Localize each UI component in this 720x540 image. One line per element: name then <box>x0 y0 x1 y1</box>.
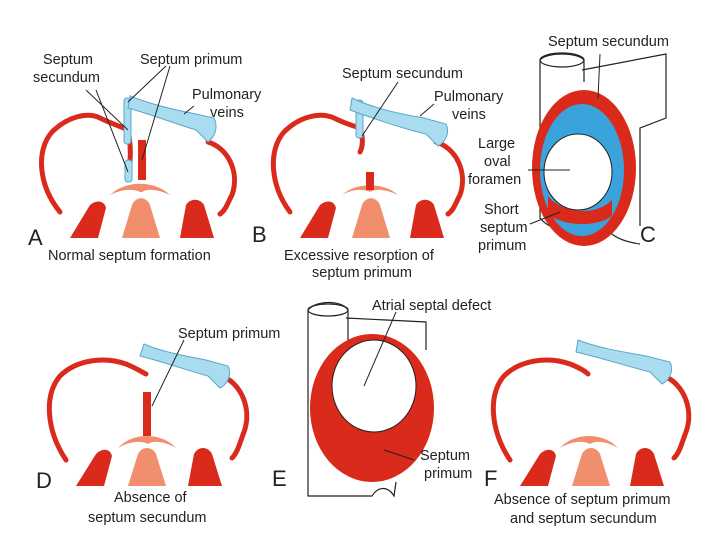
panel-f-ventricular-septum <box>572 448 610 486</box>
panel-b-label-secundum: Septum secundum <box>342 66 463 82</box>
panel-a-left-ventricle <box>70 201 106 238</box>
panel-e-lead-primum <box>383 449 415 461</box>
panel-f-caption-1: Absence of septum primum <box>494 492 671 508</box>
panel-c-label-secundum: Septum secundum <box>548 34 669 50</box>
panel-a-ventricular-septum <box>122 198 160 238</box>
panel-d-caption-1: Absence of <box>114 490 188 506</box>
panel-b-left-ventricle <box>300 201 336 238</box>
panel-c-short-primum <box>548 196 612 225</box>
panel-d-right-ventricle <box>188 448 222 486</box>
panel-b-lead-secundum <box>361 81 399 137</box>
panel-d-left-atrium-wall <box>46 357 149 463</box>
panel-f-letter: F <box>484 466 497 491</box>
panel-c-label-large-1: Large <box>478 136 515 152</box>
panel-e-vena-cava-top <box>307 303 349 317</box>
panel-e-label-primum-2: primum <box>424 466 472 482</box>
panel-b-label-pulmonary-2: veins <box>452 107 486 123</box>
panel-f-left-ventricle <box>520 449 556 486</box>
panel-a-right-atrium-wall <box>205 139 237 217</box>
panel-a-right-ventricle <box>180 199 214 238</box>
panel-d-caption-2: septum secundum <box>88 510 206 526</box>
panel-a-label-secundum-2: secundum <box>33 70 100 86</box>
panel-b-caption-1: Excessive resorption of <box>284 248 435 264</box>
panel-b-right-ventricle <box>410 199 444 238</box>
panel-c-label-large-3: foramen <box>468 172 521 188</box>
panel-c-label-short-2: septum <box>480 220 528 236</box>
panel-c-label-short-1: Short <box>484 202 519 218</box>
panel-d-cushion <box>118 436 176 448</box>
panel-a-cushion <box>110 183 170 195</box>
panel-a-letter: A <box>28 225 43 250</box>
panel-d-pulmonary-veins <box>139 343 231 389</box>
panel-a-septum-primum-blue <box>123 97 132 145</box>
panel-f: F Absence of septum primum and septum se… <box>484 339 692 527</box>
panel-b-lead-veins <box>419 103 435 117</box>
panel-b-letter: B <box>252 222 267 247</box>
panel-a-pulmonary-veins <box>127 95 217 143</box>
panel-d-septum-primum <box>143 392 151 436</box>
panel-b-septum-stub <box>366 172 374 190</box>
panel-c-letter: C <box>640 222 656 247</box>
panel-b-left-atrium-wall <box>270 112 363 215</box>
panel-f-left-atrium-wall <box>490 357 591 463</box>
panel-d-lead-primum <box>151 339 185 407</box>
panel-f-caption-2: and septum secundum <box>510 511 657 527</box>
panel-f-right-ventricle <box>630 448 664 486</box>
panel-a-label-secundum-1: Septum <box>43 52 93 68</box>
panel-d-ventricular-septum <box>128 448 166 486</box>
panel-c-lead-primum <box>529 211 561 225</box>
panel-f-cushion <box>560 436 618 448</box>
panel-a-label-pulmonary-1: Pulmonary <box>192 87 262 103</box>
panel-b-cushion <box>342 185 398 195</box>
panel-e: Atrial septal defect Septum primum E <box>272 298 491 498</box>
panel-b-ventricular-septum <box>352 198 390 238</box>
panel-b-label-pulmonary-1: Pulmonary <box>434 89 504 105</box>
panel-e-septal-defect <box>331 339 417 433</box>
panel-d-right-atrium-wall <box>219 373 250 461</box>
panel-a-left-atrium-wall <box>39 112 131 215</box>
panel-b-pulmonary-veins <box>349 97 449 147</box>
panel-d: Septum primum D Absence of septum secund… <box>36 326 280 526</box>
panel-d-left-ventricle <box>76 449 112 486</box>
panel-a-label-primum: Septum primum <box>140 52 242 68</box>
panel-c-label-large-2: oval <box>484 154 511 170</box>
panel-a-lead-veins <box>183 105 195 115</box>
panel-c-oval-foramen <box>543 133 613 211</box>
panel-c-lead-secundum <box>597 53 601 99</box>
panel-a-caption: Normal septum formation <box>48 248 211 264</box>
panel-f-pulmonary-veins <box>575 339 673 385</box>
panel-d-letter: D <box>36 468 52 493</box>
panel-a-lead-primum <box>127 65 171 161</box>
panel-a-septum-primum-lower <box>124 159 133 183</box>
panel-e-label-primum-1: Septum <box>420 448 470 464</box>
panel-a: Septum secundum Septum primum Pulmonary … <box>28 52 262 264</box>
panel-e-letter: E <box>272 466 287 491</box>
panel-b: Septum secundum Pulmonary veins B Excess… <box>252 66 504 281</box>
panel-c: Septum secundum Large oval foramen Short… <box>468 34 669 254</box>
panel-c-vena-cava-top <box>539 52 585 68</box>
panel-e-lead-asd <box>363 311 397 387</box>
panel-f-right-atrium-wall <box>661 373 692 461</box>
panel-c-label-short-3: primum <box>478 238 526 254</box>
panel-a-lead-secundum <box>85 89 129 173</box>
panel-d-label-primum: Septum primum <box>178 326 280 342</box>
panel-e-label-asd: Atrial septal defect <box>372 298 491 314</box>
panel-b-right-atrium-wall <box>433 139 465 217</box>
panel-b-caption-2: septum primum <box>312 265 412 281</box>
panel-a-label-pulmonary-2: veins <box>210 105 244 121</box>
